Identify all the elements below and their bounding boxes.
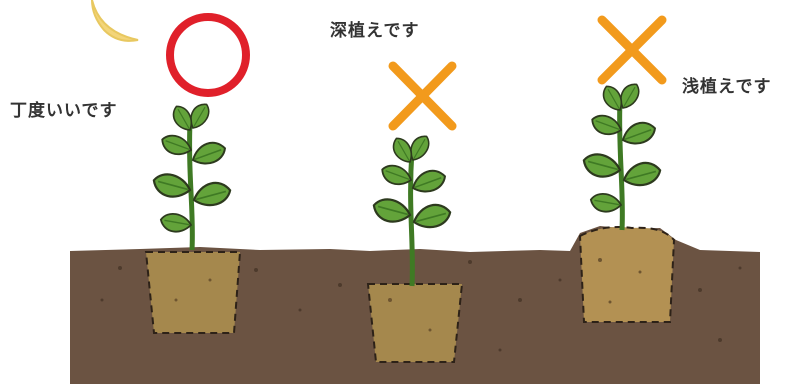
- root-ball-shallow: [578, 226, 676, 323]
- root-ball-correct: [144, 251, 242, 334]
- shallow-cross-icon: [597, 15, 667, 85]
- plant-correct: [149, 99, 234, 251]
- root-ball-deep: [366, 283, 464, 363]
- soil-speckles: [100, 260, 742, 352]
- plant-deep: [369, 131, 454, 287]
- deep-cross-icon: [388, 61, 457, 131]
- plant-shallow: [579, 79, 664, 231]
- label-correct: 丁度いいです: [10, 101, 118, 121]
- label-deep: 深植えです: [330, 21, 420, 41]
- label-shallow: 浅植えです: [682, 77, 772, 97]
- correct-circle-icon: [166, 13, 250, 97]
- moon-icon: [91, 0, 139, 42]
- root-ball-speckles: [174, 258, 642, 332]
